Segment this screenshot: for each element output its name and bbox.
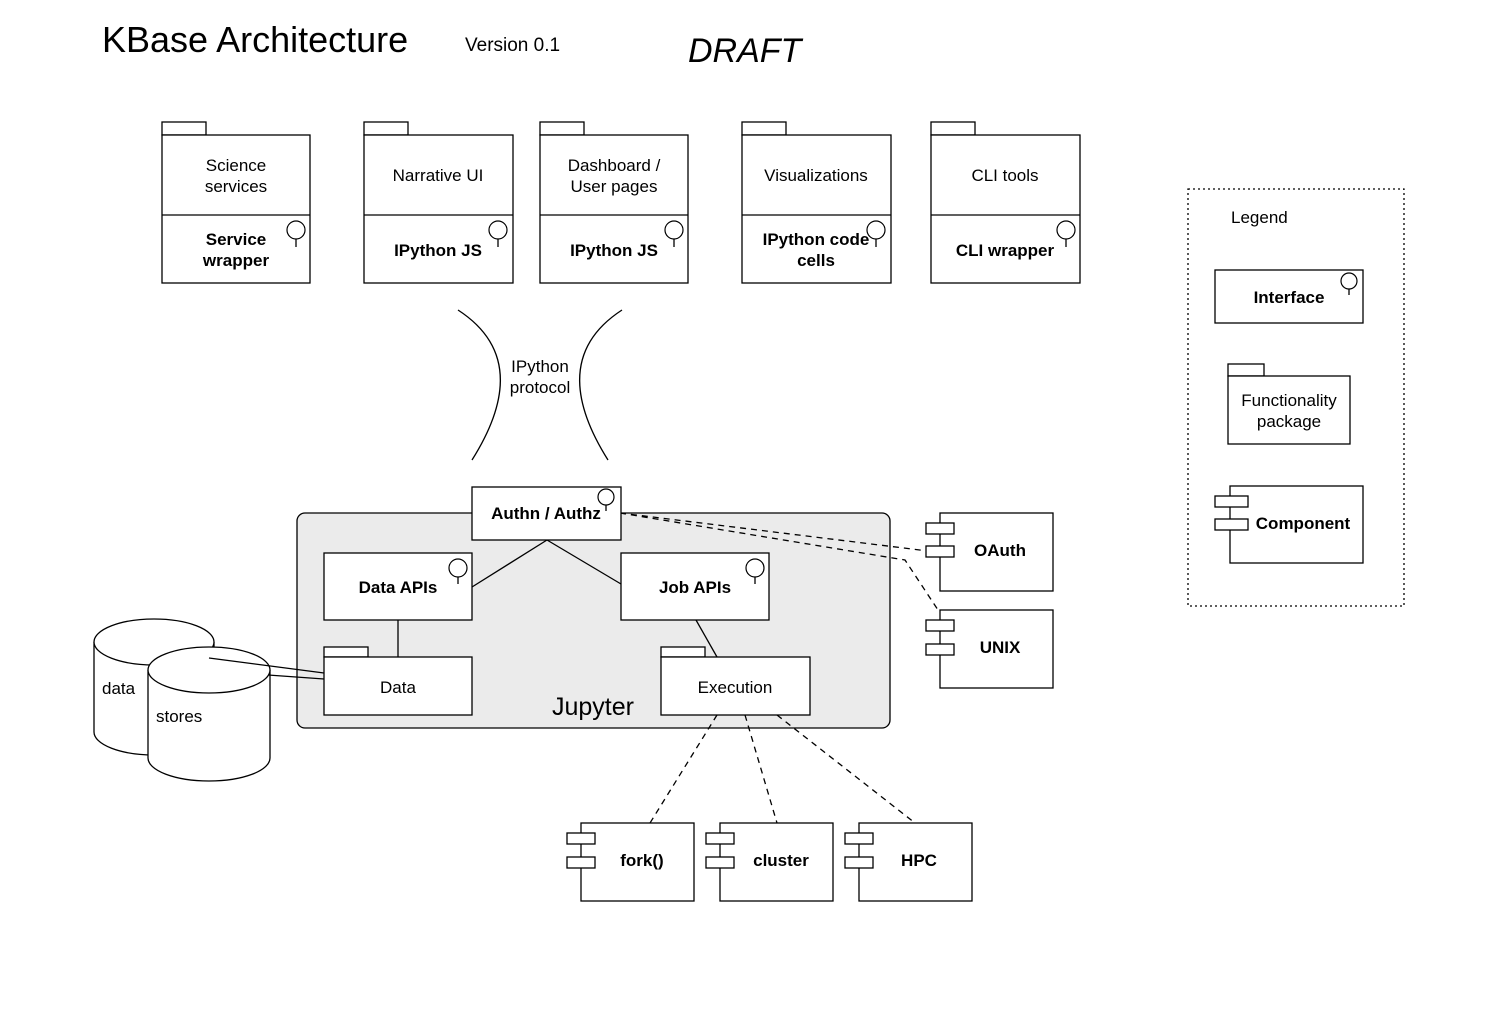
execution-to-cluster-dashed <box>744 714 778 824</box>
data-apis-interface: Data APIs <box>323 552 473 621</box>
unix-component: UNIX <box>925 609 1054 689</box>
package-name: Visualizations <box>764 166 868 185</box>
legend-interface: Interface <box>1214 269 1364 324</box>
legend-package: Functionality package <box>1227 363 1351 445</box>
authn-to-data-apis-line <box>471 539 548 588</box>
legend-package-line1: Functionality <box>1241 391 1337 410</box>
data-package: Data <box>323 646 473 716</box>
protocol-arc-left <box>457 309 501 461</box>
stores-to-data-line <box>267 674 325 680</box>
authn-to-job-apis-line <box>546 539 622 585</box>
interface-icon <box>1056 220 1076 247</box>
cluster-label: cluster <box>753 851 809 870</box>
execution-to-hpc-dashed <box>776 714 916 824</box>
fork-label: fork() <box>620 851 663 870</box>
oauth-label: OAuth <box>974 541 1026 560</box>
data-label: Data <box>380 678 416 697</box>
protocol-label-line1: IPython <box>511 357 569 376</box>
protocol-label-line2: protocol <box>510 378 570 397</box>
data-apis-label: Data APIs <box>359 578 438 597</box>
diagram-title: KBase Architecture <box>102 19 408 60</box>
package-name: Narrative UI <box>393 166 484 185</box>
ipython-protocol: IPython protocol <box>457 309 623 461</box>
interface-icon <box>1340 272 1358 295</box>
execution-label: Execution <box>698 678 773 697</box>
datastores-label-line2: stores <box>156 707 202 726</box>
legend-title: Legend <box>1231 208 1288 227</box>
job-apis-interface: Job APIs <box>620 552 770 621</box>
interface-icon <box>597 488 615 511</box>
fork-component: fork() <box>566 822 695 902</box>
interface-icon <box>448 558 468 584</box>
interface-label: IPython JS <box>570 241 658 260</box>
cluster-component: cluster <box>705 822 834 902</box>
legend: Legend Interface Functionality package C… <box>1187 188 1405 607</box>
interface-icon <box>745 558 765 584</box>
package-name: Dashboard /User pages <box>568 156 661 196</box>
execution-to-fork-dashed <box>649 714 718 824</box>
package-dashboard: Dashboard /User pages IPython JS <box>539 121 689 284</box>
draft-label: DRAFT <box>688 32 804 70</box>
oauth-component: OAuth <box>925 512 1054 592</box>
hpc-label: HPC <box>901 851 937 870</box>
cylinder-front <box>147 646 271 782</box>
stores-to-data-line <box>208 657 325 674</box>
authn-to-unix-dashed <box>619 512 939 611</box>
interface-icon <box>286 220 306 247</box>
package-name: CLI tools <box>971 166 1038 185</box>
package-cli-tools: CLI tools CLI wrapper <box>930 121 1081 284</box>
interface-label: IPython JS <box>394 241 482 260</box>
legend-component-label: Component <box>1256 514 1351 533</box>
authn-authz-interface: Authn / Authz <box>471 486 622 541</box>
protocol-arc-right <box>579 309 623 461</box>
execution-package: Execution <box>660 646 811 716</box>
jupyter-label: Jupyter <box>552 693 634 721</box>
authn-label: Authn / Authz <box>491 504 601 523</box>
legend-frame <box>1187 188 1405 607</box>
job-apis-to-execution-line <box>695 619 718 658</box>
legend-component: Component <box>1214 485 1364 564</box>
interface-icon <box>866 220 886 247</box>
interface-icon <box>488 220 508 247</box>
data-stores: data stores <box>93 618 325 782</box>
interface-label: CLI wrapper <box>956 241 1055 260</box>
authn-to-oauth-dashed <box>619 512 929 552</box>
version-label: Version 0.1 <box>465 35 560 56</box>
legend-interface-label: Interface <box>1254 288 1325 307</box>
job-apis-label: Job APIs <box>659 578 731 597</box>
package-narrative-ui: Narrative UI IPython JS <box>363 121 514 284</box>
interface-icon <box>664 220 684 247</box>
legend-package-line2: package <box>1257 412 1321 431</box>
hpc-component: HPC <box>844 822 973 902</box>
datastores-label-line1: data <box>102 679 136 698</box>
unix-label: UNIX <box>980 638 1021 657</box>
